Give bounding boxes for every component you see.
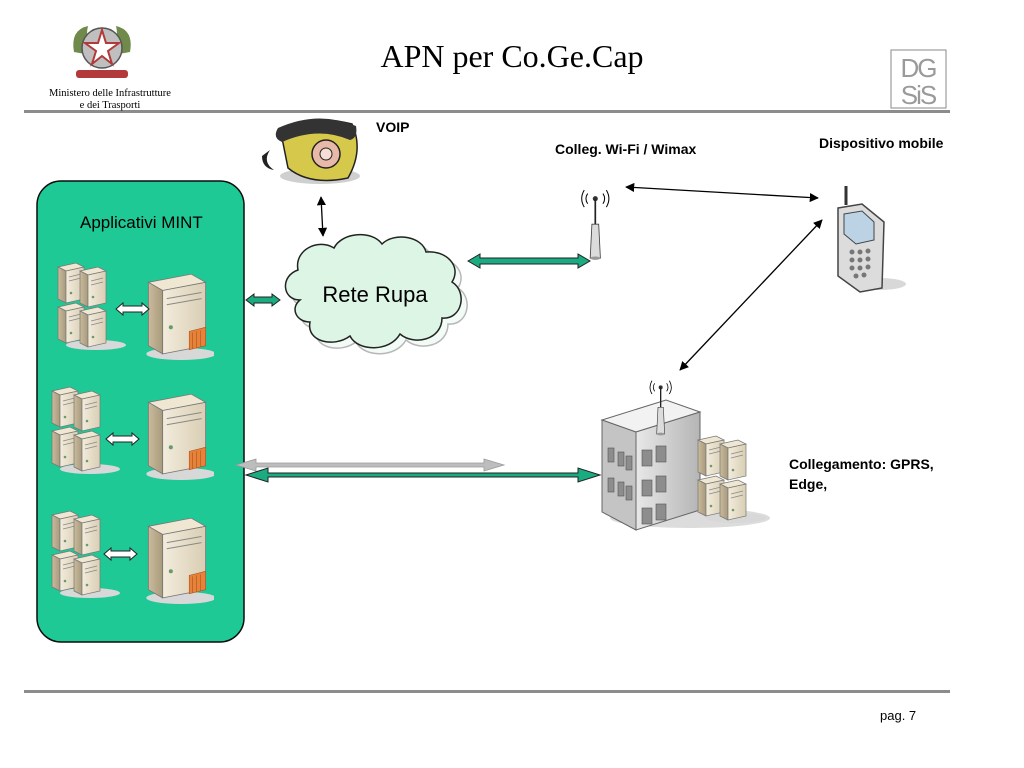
voip-label: VOIP <box>376 119 410 135</box>
ministry-emblem-icon <box>73 26 131 78</box>
gprs-label-line-1: Collegamento: GPRS, <box>789 456 934 472</box>
page-title: APN per Co.Ge.Cap <box>380 38 644 74</box>
svg-text:DG: DG <box>901 53 937 83</box>
apps-rupa-arrow <box>245 293 281 307</box>
server-link-arrow-3 <box>103 546 138 562</box>
dgsis-logo: DG SiS <box>890 49 947 110</box>
gprs-server-rack-icon <box>698 436 766 523</box>
network-cloud <box>284 233 468 355</box>
wifi-antenna-icon <box>580 189 610 261</box>
svg-text:SiS: SiS <box>901 80 937 110</box>
server-link-arrow-1 <box>115 301 150 317</box>
voip-phone-icon <box>262 118 360 184</box>
gprs-building-icon <box>600 379 770 531</box>
mobile-label: Dispositivo mobile <box>819 135 944 151</box>
gprs-label: Collegamento: GPRS, Edge, <box>789 454 934 494</box>
wifi-label: Colleg. Wi-Fi / Wimax <box>555 141 697 157</box>
network-label: Rete Rupa <box>322 282 428 307</box>
ministry-name: Ministero delle Infrastrutture e dei Tra… <box>20 88 200 112</box>
apps-gprs-arrow-shadow <box>234 458 506 472</box>
apps-label: Applicativi MINT <box>80 213 203 232</box>
wifi-mobile-connector <box>625 182 819 203</box>
footer-rule <box>24 690 950 693</box>
gprs-label-line-2: Edge, <box>789 476 828 492</box>
apps-gprs-arrow <box>244 467 602 483</box>
server-link-arrow-2 <box>105 431 140 447</box>
mobile-gprs-connector <box>679 219 823 371</box>
voip-connector <box>316 196 328 237</box>
ministry-line-1: Ministero delle Infrastrutture <box>49 88 171 99</box>
rupa-wifi-arrow <box>467 253 591 269</box>
page-number: pag. 7 <box>880 708 917 723</box>
mobile-phone-icon <box>837 186 906 293</box>
ministry-line-2: e dei Trasporti <box>79 100 141 111</box>
header-rule <box>24 110 950 113</box>
